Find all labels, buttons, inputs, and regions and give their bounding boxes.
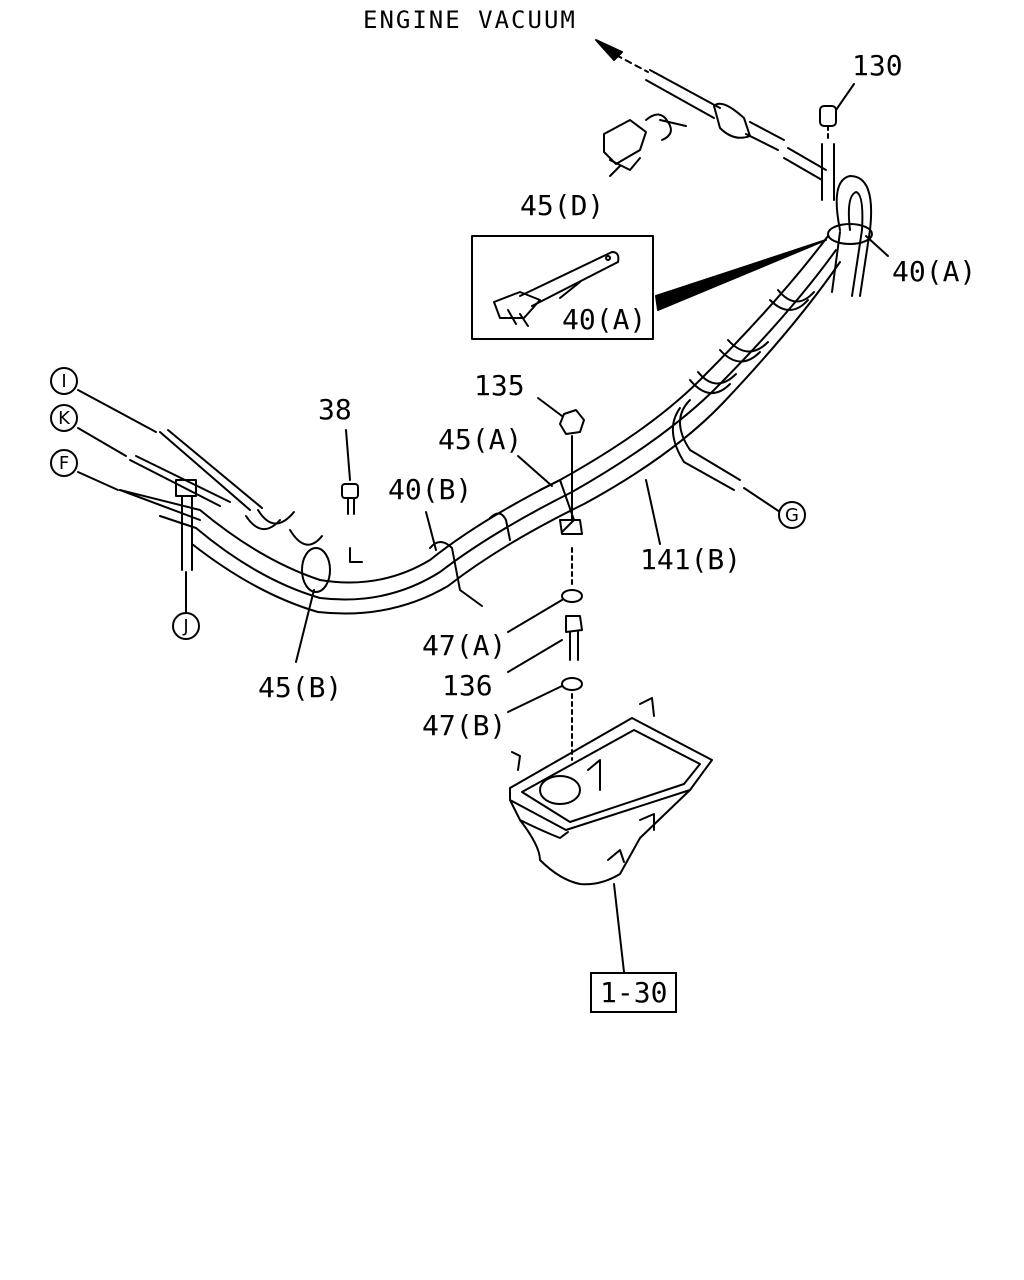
main-hose-bundle bbox=[119, 235, 841, 615]
engine-vacuum-arrow bbox=[595, 39, 827, 181]
part-135-label: 135 bbox=[474, 369, 525, 402]
part-40b-label: 40(B) bbox=[388, 473, 473, 506]
part-40a-label: 40(A) bbox=[892, 255, 977, 288]
connector-i: I bbox=[50, 367, 78, 395]
clamp-40b-shape bbox=[429, 541, 483, 607]
inset-clip-shape bbox=[493, 251, 620, 327]
bolt-136-shape bbox=[565, 615, 583, 661]
part-45d-label: 45(D) bbox=[520, 189, 605, 222]
part-47a-label: 47(A) bbox=[422, 629, 507, 662]
clamp-45b-shape bbox=[301, 547, 331, 593]
part-45b-label: 45(B) bbox=[258, 671, 343, 704]
connector-f: F bbox=[50, 449, 78, 477]
bolt-38-shape bbox=[341, 483, 363, 563]
connector-k: K bbox=[50, 404, 78, 432]
washer-47b-shape bbox=[561, 677, 583, 691]
connector-g: G bbox=[778, 501, 806, 529]
part-38-label: 38 bbox=[318, 393, 352, 426]
part-45a-label: 45(A) bbox=[438, 423, 523, 456]
part-136-label: 136 bbox=[442, 669, 493, 702]
diagram-title: ENGINE VACUUM bbox=[363, 6, 577, 34]
connector-j: J bbox=[172, 612, 200, 640]
part-47b-label: 47(B) bbox=[422, 709, 507, 742]
cap-130-shape bbox=[819, 105, 837, 201]
air-cleaner-housing bbox=[509, 697, 713, 886]
nut-135-shape bbox=[559, 409, 585, 535]
part-130-label: 130 bbox=[852, 49, 903, 82]
bracket-45d-shape bbox=[603, 113, 687, 171]
part-141b-label: 141(B) bbox=[640, 543, 742, 576]
reference-1-30-box: 1-30 bbox=[590, 972, 678, 1013]
hose-loop bbox=[827, 175, 873, 297]
inset-part-40a-label: 40(A) bbox=[562, 303, 647, 336]
washer-47a-shape bbox=[561, 589, 583, 603]
